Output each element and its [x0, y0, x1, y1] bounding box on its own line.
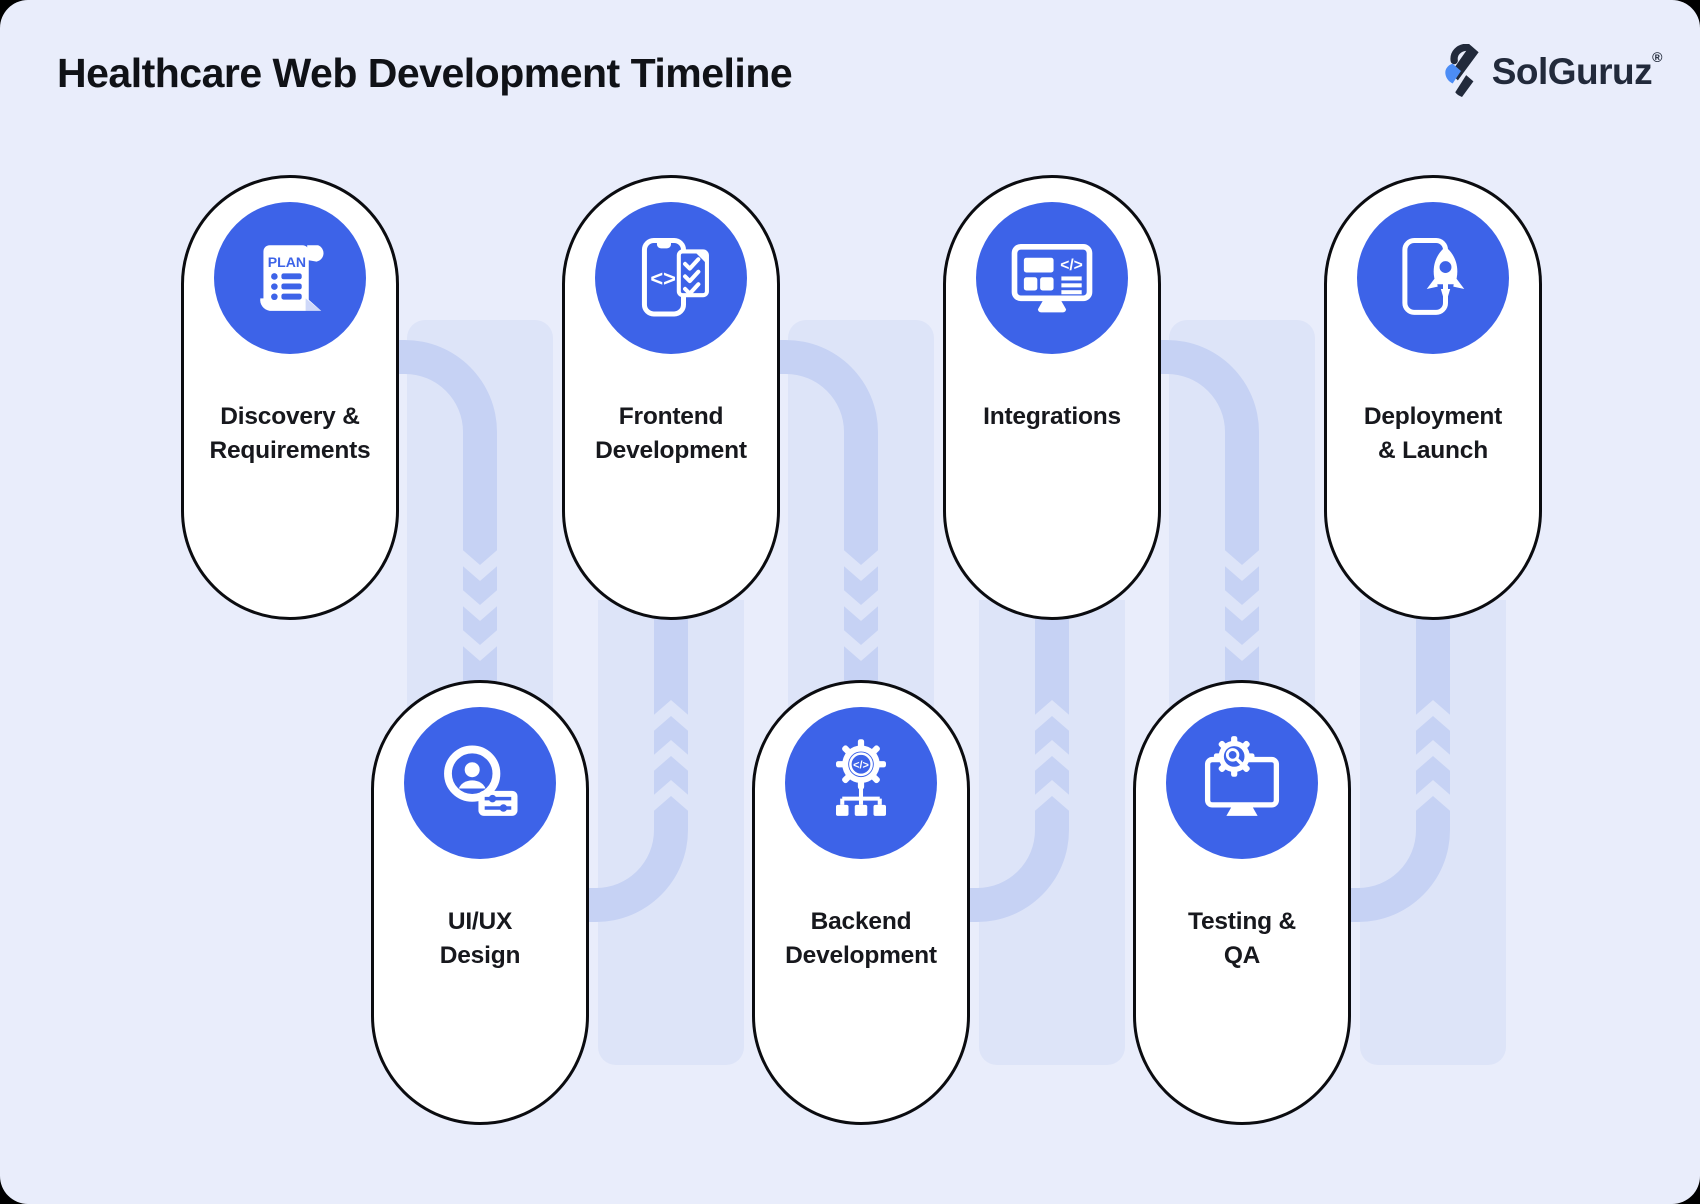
brand-name: SolGuruz® — [1491, 49, 1663, 92]
monitor-inspect-gear-icon — [1166, 707, 1318, 859]
gear-code-network-icon — [785, 707, 937, 859]
step-label: Testing &QA — [1188, 908, 1296, 969]
user-sliders-icon — [404, 707, 556, 859]
plan-scroll-icon — [214, 202, 366, 354]
phone-code-checklist-icon — [595, 202, 747, 354]
step-label: Deployment& Launch — [1363, 403, 1503, 464]
page-title: Healthcare Web Development Timeline — [57, 50, 793, 96]
brand-logo: SolGuruz® — [1440, 44, 1662, 98]
phone-rocket-icon — [1357, 202, 1509, 354]
registered-mark: ® — [1652, 49, 1662, 65]
step-card-testing-qa: Testing &QA — [1133, 680, 1351, 1125]
step-card-deployment-launch: Deployment& Launch — [1324, 175, 1542, 620]
solguruz-bolt-icon — [1440, 44, 1484, 98]
step-label: Integrations — [983, 403, 1121, 430]
step-card-discovery-requirements: Discovery &Requirements — [181, 175, 399, 620]
step-label: Discovery &Requirements — [209, 403, 371, 464]
step-card-integrations: Integrations — [943, 175, 1161, 620]
monitor-layout-code-icon — [976, 202, 1128, 354]
